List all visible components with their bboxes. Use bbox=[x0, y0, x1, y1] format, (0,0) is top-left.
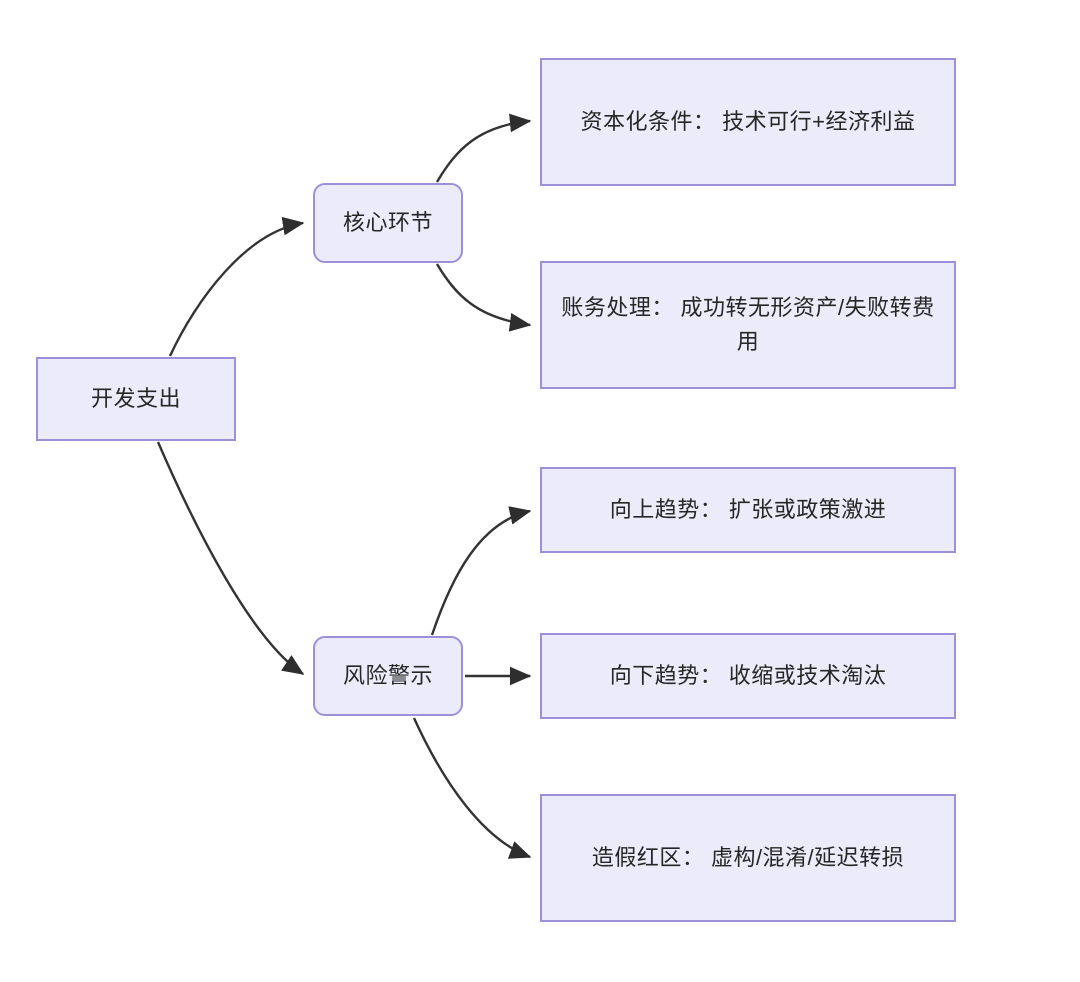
node-upward-trend[interactable]: 向上趋势： 扩张或政策激进 bbox=[540, 467, 956, 553]
node-core-process[interactable]: 核心环节 bbox=[313, 183, 463, 263]
node-label: 开发支出 bbox=[90, 385, 181, 411]
node-label: 核心环节 bbox=[342, 209, 433, 235]
node-label: 风险警示 bbox=[342, 662, 433, 688]
node-fraud-red-zone[interactable]: 造假红区： 虚构/混淆/延迟转损 bbox=[540, 794, 956, 922]
node-label: 向上趋势： 扩张或政策激进 bbox=[609, 496, 887, 522]
node-capitalization-conditions[interactable]: 资本化条件： 技术可行+经济利益 bbox=[540, 58, 956, 186]
node-accounting-treatment[interactable]: 账务处理： 成功转无形资产/失败转费用 bbox=[540, 261, 956, 389]
node-downward-trend[interactable]: 向下趋势： 收缩或技术淘汰 bbox=[540, 633, 956, 719]
edge-risk-to-up bbox=[430, 506, 532, 636]
node-label: 账务处理： 成功转无形资产/失败转费用 bbox=[561, 294, 935, 354]
node-development-expenditure[interactable]: 开发支出 bbox=[36, 357, 236, 441]
node-label: 向下趋势： 收缩或技术淘汰 bbox=[609, 662, 887, 688]
edge-root-to-risk bbox=[156, 441, 305, 675]
node-label: 造假红区： 虚构/混淆/延迟转损 bbox=[591, 844, 905, 870]
edge-root-to-core bbox=[168, 216, 305, 357]
edge-risk-to-fraud bbox=[412, 717, 532, 859]
edge-core-to-cap bbox=[435, 113, 532, 183]
node-risk-warning[interactable]: 风险警示 bbox=[313, 636, 463, 716]
edge-core-to-account bbox=[435, 263, 532, 332]
node-label: 资本化条件： 技术可行+经济利益 bbox=[580, 108, 916, 134]
